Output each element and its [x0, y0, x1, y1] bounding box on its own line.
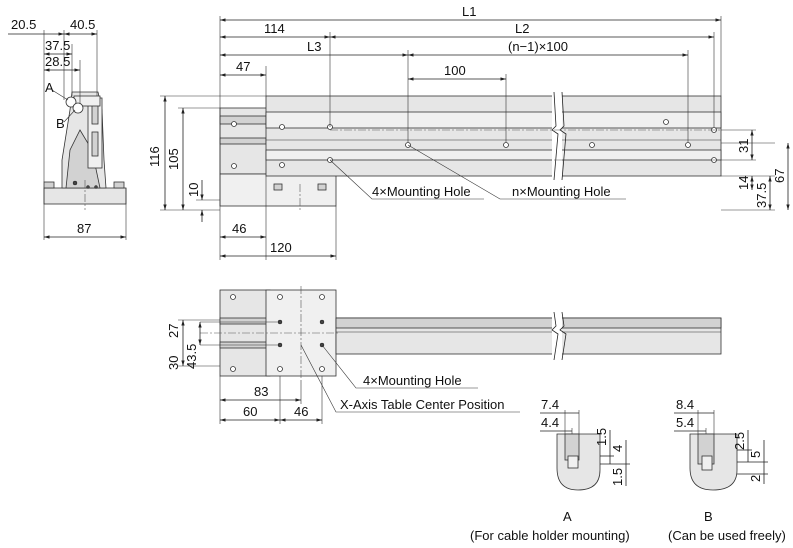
dim-46-top: 46: [294, 404, 308, 419]
side-slot: [91, 103, 99, 125]
dim-5-4: 5.4: [676, 415, 694, 430]
side-slot-lower: [91, 131, 99, 157]
mounting-hole-n: [685, 142, 691, 148]
top-view: 30 43.5 27 83 60 46 4×Mounting Hole X-Ax…: [166, 286, 722, 424]
label-a: A: [45, 80, 54, 95]
dim-pitch: (n−1)×100: [508, 39, 568, 54]
dim-2-5: 2.5: [732, 432, 747, 450]
dim-14: 14: [736, 176, 751, 190]
top-actuator-cover: [335, 317, 722, 329]
dim-31: 31: [736, 139, 751, 153]
dim-105: 105: [166, 148, 181, 170]
dim-7-4: 7.4: [541, 397, 559, 412]
detail-a-title: A: [563, 509, 572, 524]
top-bracket-hole: [230, 366, 236, 372]
side-foot-right: [113, 181, 125, 189]
detail-b-title: B: [704, 509, 713, 524]
break-gap-top: [552, 312, 562, 360]
dim-114: 114: [264, 21, 285, 36]
mounting-hole-n: [589, 142, 595, 148]
side-view: 20.5 40.5 37.5 28.5 87 A B: [8, 17, 127, 240]
front-bracket-hole: [231, 163, 237, 169]
break-gap: [552, 92, 562, 180]
detail-a-marker-circle: [65, 96, 77, 108]
dim-60: 60: [243, 404, 257, 419]
label-b: B: [56, 116, 65, 131]
dim-83: 83: [254, 384, 268, 399]
top-bracket-hole: [230, 294, 236, 300]
dim-46: 46: [232, 221, 246, 236]
dim-1-5b: 1.5: [610, 468, 625, 486]
dim-4-4: 4.4: [541, 415, 559, 430]
mounting-hole: [279, 162, 285, 168]
leader-b: [63, 109, 76, 123]
dim-37-5: 37.5: [45, 38, 70, 53]
break-line-top: [551, 311, 559, 361]
mounting-hole-top: [319, 319, 325, 325]
dim-l2: L2: [515, 21, 529, 36]
actuator-upper-band: [265, 111, 722, 129]
dim-37-5-front: 37.5: [754, 183, 769, 208]
top-table-hole: [277, 294, 283, 300]
side-base-hole: [72, 180, 78, 186]
dim-87: 87: [77, 221, 91, 236]
detail-a-nut: [567, 455, 579, 469]
front-bracket-hole: [231, 121, 237, 127]
dim-120: 120: [270, 240, 292, 255]
mounting-hole-n: [503, 142, 509, 148]
front-view: L1 114 L2 L3 (n−1)×100 47 100 46 120 116…: [147, 4, 790, 260]
front-base-slot: [317, 183, 327, 191]
side-base-hole: [86, 185, 90, 189]
leader-nx-hole: [407, 144, 626, 200]
callout-4x-mounting-hole-top: 4×Mounting Hole: [363, 373, 462, 388]
top-table-hole: [319, 366, 325, 372]
front-bracket-rail: [219, 115, 267, 125]
dim-l3: L3: [307, 39, 321, 54]
side-bracket-web: [65, 129, 101, 189]
dim-27: 27: [166, 324, 181, 338]
dim-10: 10: [186, 183, 201, 197]
dim-l1: L1: [462, 4, 476, 19]
dim-30: 30: [166, 356, 181, 370]
dim-43-5: 43.5: [184, 344, 199, 369]
dim-4: 4: [610, 445, 625, 452]
detail-b-caption: (Can be used freely): [668, 528, 786, 543]
top-table-hole: [319, 294, 325, 300]
dim-67: 67: [772, 169, 787, 183]
actuator-body: [265, 95, 722, 177]
top-bracket-rail: [219, 317, 269, 325]
side-base-hole: [94, 185, 98, 189]
dim-1-5a: 1.5: [594, 428, 609, 446]
leader-4x-hole-top: [321, 344, 478, 389]
callout-table-center: X-Axis Table Center Position: [340, 397, 505, 412]
break-line-top: [559, 311, 567, 361]
dim-116: 116: [147, 146, 162, 167]
mounting-hole: [663, 119, 669, 125]
dim-5: 5: [748, 451, 763, 458]
dim-40-5: 40.5: [70, 17, 95, 32]
dim-20-5: 20.5: [11, 17, 36, 32]
actuator-lower-band: [265, 149, 722, 161]
dim-100: 100: [444, 63, 466, 78]
dim-47: 47: [236, 59, 250, 74]
dim-2: 2: [748, 475, 763, 482]
top-table-hole: [277, 366, 283, 372]
dim-28-5: 28.5: [45, 54, 70, 69]
detail-b-nut: [701, 455, 713, 471]
callout-nx-mounting-hole: n×Mounting Hole: [512, 184, 611, 199]
front-base-slot: [273, 183, 283, 191]
mounting-hole: [279, 124, 285, 130]
leader-4x-hole-front: [329, 159, 484, 200]
dim-8-4: 8.4: [676, 397, 694, 412]
detail-b: 8.4 5.4 2.5 5 2 B (Can be used freely): [668, 397, 786, 543]
leader-a: [51, 89, 69, 101]
detail-a-caption: (For cable holder mounting): [470, 528, 630, 543]
detail-a: 7.4 4.4 1.5 4 1.5 A (For cable holder mo…: [470, 397, 630, 543]
side-foot-left: [43, 181, 55, 189]
leader-center: [300, 344, 520, 413]
detail-b-marker-circle: [72, 102, 84, 114]
front-bracket-rail: [219, 137, 267, 145]
callout-4x-mounting-hole-front: 4×Mounting Hole: [372, 184, 471, 199]
